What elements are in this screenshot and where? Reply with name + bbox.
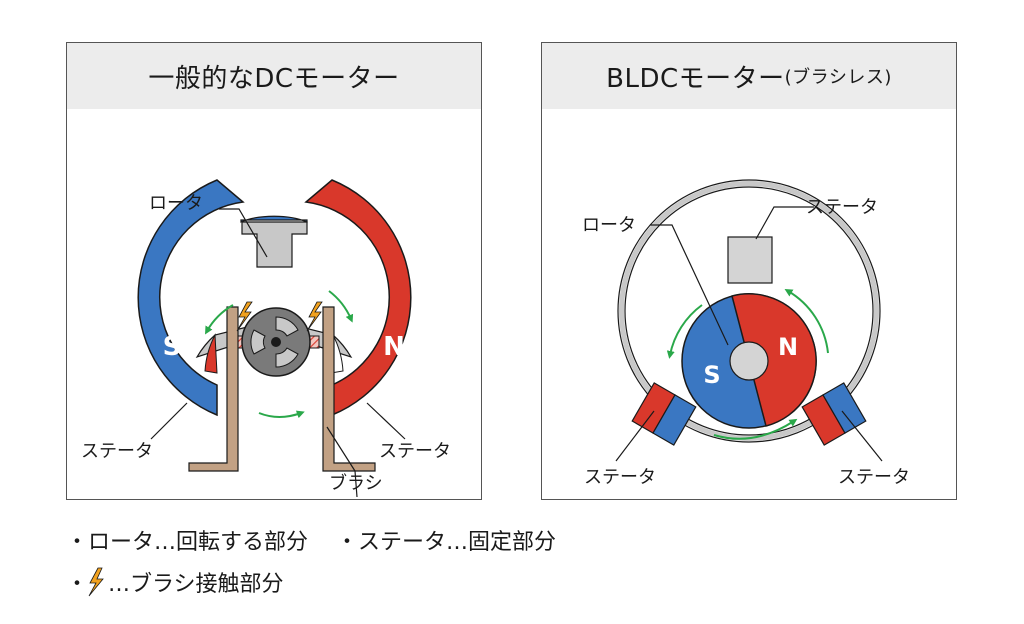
bldc-stator-left-leader <box>615 410 655 462</box>
dc-rotor-arm-top <box>241 221 308 268</box>
legend-bullet: ・ <box>66 530 89 555</box>
bldc-stator-right <box>801 382 867 446</box>
dc-rotor-cap-top <box>240 215 308 223</box>
bldc-housing-ring-inner <box>624 186 874 436</box>
dc-rotor-lobe-left-face <box>204 333 218 374</box>
bldc-rotor-label: ロータ <box>582 215 636 236</box>
legend-line-2: ・ …ブラシ接触部分 <box>66 566 284 598</box>
dc-stator-left-magnet <box>137 179 245 417</box>
dc-shaft <box>271 337 281 347</box>
bldc-stator-left-label: ステータ <box>584 467 656 488</box>
bldc-stator-left <box>631 382 697 446</box>
bldc-motor-panel: BLDCモーター(ブラシレス) S N <box>541 42 957 500</box>
dc-commutator-segments <box>250 316 299 368</box>
legend-rotor-desc: ロータ…回転する部分 <box>88 530 309 555</box>
bldc-stator-top-leader <box>755 206 814 240</box>
dc-rotation-arrow-right <box>328 290 354 323</box>
dc-pole-n: N <box>383 332 405 362</box>
dc-brush-leader <box>326 426 358 498</box>
dc-motor-panel: 一般的なDCモーター <box>66 42 482 500</box>
dc-spark-right-icon <box>306 301 323 332</box>
bldc-rotation-arrow-right <box>784 288 829 354</box>
bldc-stator-right-leader <box>841 410 883 462</box>
bldc-stator-top <box>727 236 773 284</box>
dc-motor-title: 一般的なDCモーター <box>148 63 400 94</box>
bldc-motor-title-bar: BLDCモーター(ブラシレス) <box>542 43 956 109</box>
bldc-rotor-n-half <box>731 293 817 427</box>
dc-motor-diagram: S N ロータ ステータ ステータ ブラシ <box>81 179 451 498</box>
dc-rotation-arrow-left <box>205 304 234 335</box>
bldc-stator-top-label: ステータ <box>806 197 878 218</box>
dc-brush-right <box>322 306 376 472</box>
dc-stator-right-label: ステータ <box>379 441 451 462</box>
bldc-rotor-leader <box>650 224 729 346</box>
dc-spark-left-icon <box>236 301 253 332</box>
dc-rotor-leader <box>219 208 268 258</box>
dc-motor-title-bar: 一般的なDCモーター <box>67 43 481 109</box>
dc-pole-s: S <box>163 332 182 362</box>
dc-stator-left-leader <box>150 402 188 440</box>
spark-icon <box>88 567 104 597</box>
bldc-motor-diagram: S N ステータ ロータ ステータ ステータ <box>582 179 910 488</box>
dc-rotation-arrow-bottom <box>258 410 305 419</box>
bldc-stator-right-label: ステータ <box>838 467 910 488</box>
dc-stator-right-leader <box>366 402 406 440</box>
legend-line-1: ・ ロータ…回転する部分 ・ ステータ…固定部分 <box>66 524 556 556</box>
legend-spark-desc: …ブラシ接触部分 <box>108 572 284 597</box>
bldc-shaft <box>729 341 769 381</box>
bldc-rotation-arrow-bottom <box>713 418 798 440</box>
bldc-housing-ring <box>617 179 881 443</box>
dc-stator-right-magnet <box>304 179 412 417</box>
legend-stator-desc: ステータ…固定部分 <box>358 530 557 555</box>
bldc-pole-n: N <box>778 333 798 361</box>
dc-brush-left <box>188 306 239 472</box>
bldc-rotation-arrow-left <box>666 304 703 359</box>
bldc-motor-title-suffix: (ブラシレス) <box>784 67 892 88</box>
dc-rotor-label: ロータ <box>149 193 203 214</box>
dc-brush-label: ブラシ <box>329 472 383 494</box>
bldc-motor-title: BLDCモーター <box>606 63 785 94</box>
dc-stator-left-label: ステータ <box>81 441 153 462</box>
legend-bullet: ・ <box>336 530 359 555</box>
legend-bullet: ・ <box>66 572 89 597</box>
bldc-pole-s: S <box>703 361 720 389</box>
